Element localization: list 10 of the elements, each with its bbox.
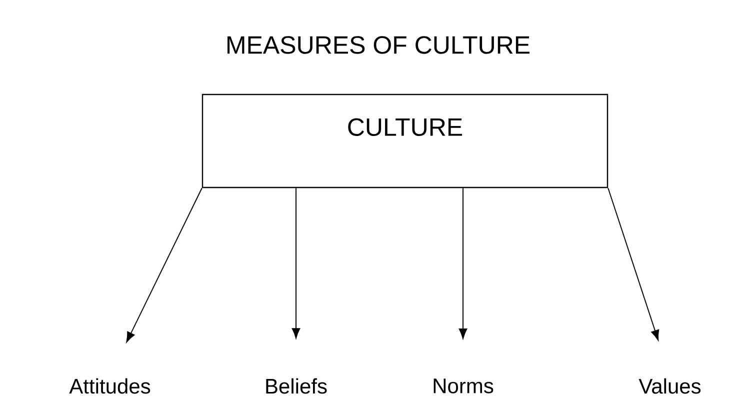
arrow	[292, 188, 300, 339]
arrow	[608, 188, 660, 340]
title: MEASURES OF CULTURE	[228, 36, 530, 54]
concept-box: CULTURE	[202, 94, 608, 188]
arrow	[126, 188, 202, 342]
arrow	[458, 188, 468, 339]
category-label: Values	[638, 378, 701, 394]
category-label: Beliefs	[266, 378, 327, 394]
category-label: Attitudes	[69, 378, 150, 394]
category-label: Norms	[434, 378, 494, 394]
